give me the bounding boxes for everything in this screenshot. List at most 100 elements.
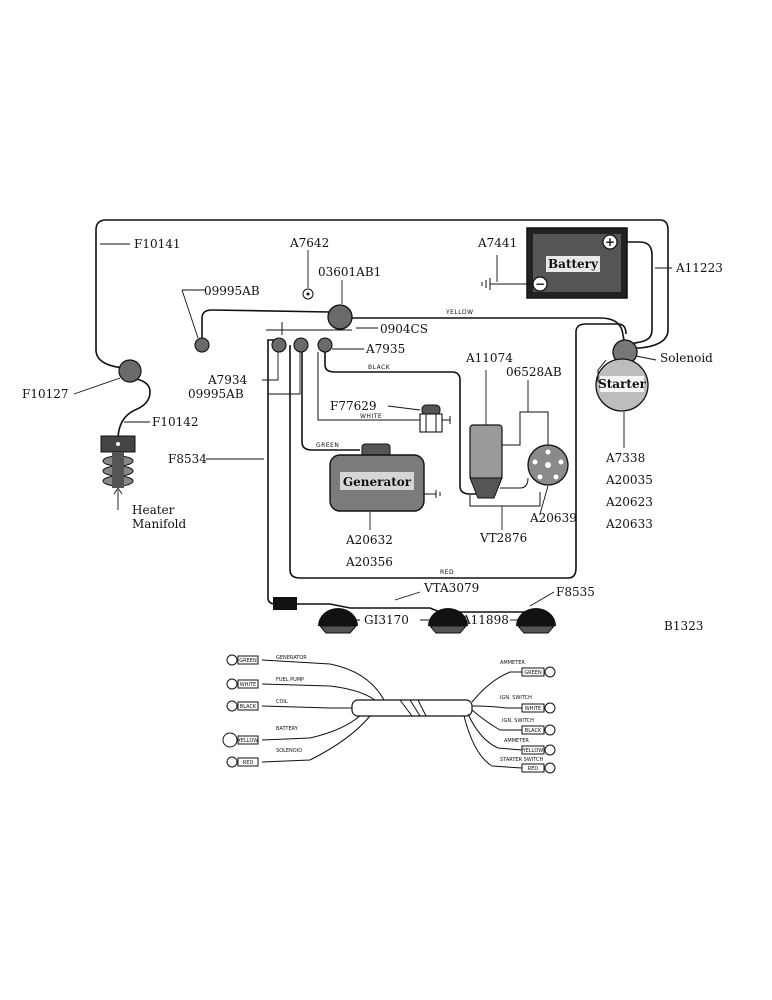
harness-wire-right-3 <box>471 709 522 731</box>
harness-wire-right-2 <box>471 705 522 709</box>
junction-connectors <box>194 337 333 353</box>
lamps <box>273 597 556 634</box>
label-a11223: A11223 <box>675 261 723 275</box>
label-a7441: A7441 <box>477 236 517 250</box>
leader-a7934 <box>262 352 279 381</box>
harness-left-tag-1: GREEN <box>239 658 257 664</box>
leader-vta3079 <box>394 591 421 601</box>
label-a11898: A11898 <box>461 613 509 627</box>
label-b1323: B1323 <box>664 619 703 633</box>
coil-a11074 <box>469 370 503 499</box>
label-vta3079: VTA3079 <box>423 581 479 595</box>
leader-f10127 <box>73 377 121 395</box>
harness-right-label-4: AMMETER <box>504 738 529 744</box>
generator: Generator <box>329 443 441 512</box>
battery-ground <box>481 278 533 290</box>
harness-left-label-3: COIL <box>276 699 288 705</box>
label-f8534: F8534 <box>168 452 207 466</box>
starter-label: Starter <box>598 377 646 391</box>
label-09995ab-top: 09995AB <box>204 284 260 298</box>
main-wires <box>95 219 669 613</box>
wire-label-yellow: YELLOW <box>445 309 474 316</box>
distributor <box>527 444 569 486</box>
label-a20632: A20632 <box>345 533 393 547</box>
wire-a11223 <box>612 241 653 345</box>
wire-yellow <box>350 317 625 341</box>
leader-solenoid <box>635 355 657 361</box>
wire-green <box>301 345 360 451</box>
leader-a20639 <box>539 485 549 515</box>
label-0904cs: 0904CS <box>380 322 428 336</box>
harness-right-label-2: IGN. SWITCH <box>500 695 532 701</box>
label-solenoid: Solenoid <box>660 351 713 365</box>
wire-label-black: BLACK <box>368 364 391 371</box>
wire-red <box>289 323 627 579</box>
connector-f10127 <box>118 359 142 383</box>
wiring-harness: GREEN GENERATOR WHITE FUEL PUMP BLACK CO… <box>222 654 556 774</box>
battery: + − Battery <box>481 227 628 299</box>
battery-label: Battery <box>548 257 599 271</box>
wire-f10141 <box>95 219 669 369</box>
harness-right-tag-2: WHITE <box>525 706 541 712</box>
label-06528ab: 06528AB <box>506 365 562 379</box>
label-a7934: A7934 <box>207 373 248 387</box>
harness-right-tag-5: RED <box>528 766 539 772</box>
label-a20356: A20356 <box>345 555 393 569</box>
label-09995ab-bottom: 09995AB <box>188 387 244 401</box>
label-heater: Heater <box>132 503 175 517</box>
label-a11074: A11074 <box>465 351 513 365</box>
wire-black <box>324 345 486 495</box>
wire-vt2876 <box>469 492 541 507</box>
leader-f8535 <box>529 591 555 607</box>
generator-ground <box>424 490 441 498</box>
harness-wire-left-1 <box>261 659 386 703</box>
harness-left-tag-5: RED <box>243 760 254 766</box>
label-manifold: Manifold <box>132 517 187 531</box>
harness-wire-right-5 <box>463 715 523 769</box>
leader-lines <box>73 243 672 621</box>
harness-wire-right-1 <box>471 671 522 703</box>
harness-left-tag-2: WHITE <box>240 682 256 688</box>
harness-right-label-1: AMMETER <box>500 660 525 666</box>
part-labels: F10141 A7642 A7441 A11223 03601AB1 09995… <box>22 236 723 633</box>
label-gi3170: GI3170 <box>364 613 409 627</box>
battery-plus-symbol: + <box>605 235 615 249</box>
label-f10127: F10127 <box>22 387 69 401</box>
label-a20035: A20035 <box>605 473 653 487</box>
wire-coil-b <box>500 477 529 489</box>
harness-sheath-mark <box>399 699 427 717</box>
starter-assembly: Starter <box>595 339 649 412</box>
harness-right-tag-1: GREEN <box>524 670 542 676</box>
harness-left-label-4: BATTERY <box>276 726 299 732</box>
fuel-pump-lines <box>425 414 437 432</box>
wire-06528ab <box>500 411 549 446</box>
label-03601ab1: 03601AB1 <box>318 265 381 279</box>
battery-minus-symbol: − <box>535 277 545 291</box>
label-a20639: A20639 <box>529 511 577 525</box>
fuel-pump-f77629 <box>419 404 451 433</box>
label-vt2876: VT2876 <box>479 531 527 545</box>
label-a7642: A7642 <box>289 236 329 250</box>
terminal-a7642 <box>302 288 314 300</box>
starter-link <box>597 359 607 382</box>
harness-left-tag-4: YELLOW <box>237 738 259 744</box>
label-a20633: A20633 <box>605 517 653 531</box>
harness-right-label-3: IGN. SWITCH <box>502 718 534 724</box>
harness-right-tag-4: YELLOW <box>522 748 544 754</box>
label-f10141: F10141 <box>134 237 181 251</box>
label-f77629: F77629 <box>330 399 377 413</box>
wire-09995-to-03601 <box>201 309 331 345</box>
harness-wire-left-5 <box>261 715 371 763</box>
label-a20623: A20623 <box>605 495 653 509</box>
generator-label: Generator <box>343 475 412 489</box>
fuel-pump-ground <box>442 416 451 424</box>
wire-label-white: WHITE <box>360 413 382 420</box>
harness-wire-right-4 <box>467 713 523 751</box>
leader-09995ab-top <box>181 289 205 339</box>
harness-left-label-1: GENERATOR <box>276 655 307 661</box>
harness-left-label-5: SOLENOID <box>276 748 302 754</box>
wire-label-red: RED <box>440 569 454 576</box>
label-f8535: F8535 <box>556 585 595 599</box>
wire-f10142 <box>117 377 151 441</box>
